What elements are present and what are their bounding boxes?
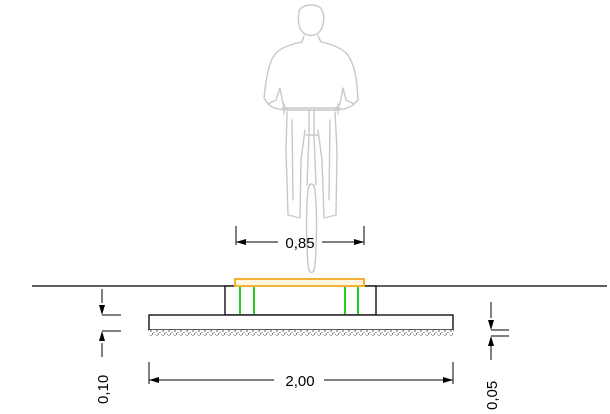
dimension-slab-thickness: 0,10 [95,289,121,404]
dimension-label-slab-thickness: 0,10 [95,375,112,404]
cyclist-icon [263,4,359,274]
support-posts [239,285,359,314]
dimension-path-width: 0,85 [235,226,365,252]
deck-surface [234,278,365,287]
gravel-layer [149,330,453,336]
dimension-base-thickness: 0,05 [484,302,509,410]
dimension-label-base-width: 2,00 [285,373,314,390]
base-foundation [148,314,454,331]
dimension-label-path-width: 0,85 [285,235,314,252]
dimension-label-base-thickness: 0,05 [484,381,501,410]
concrete-slab [224,285,377,316]
dimension-base-width: 2,00 [148,362,454,390]
